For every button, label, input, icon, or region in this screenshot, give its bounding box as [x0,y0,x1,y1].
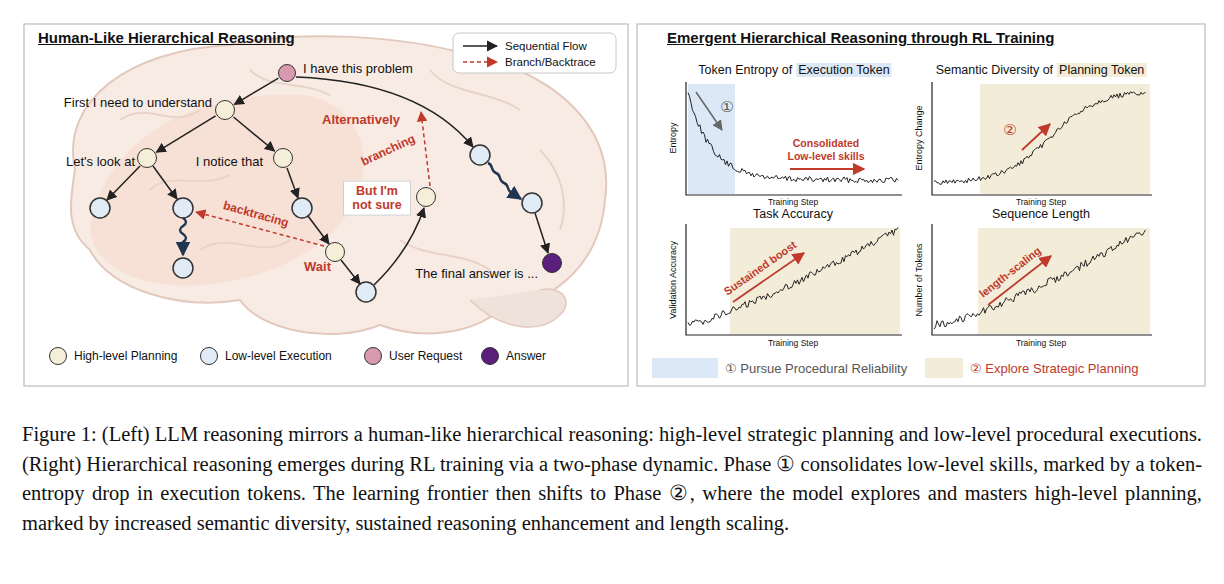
annotation-label: Emergent Hierarchical Reasoning through … [667,29,1054,46]
reasoning-step-node: The final answer is ... [542,253,562,273]
annotation-label: Sequence Length [992,207,1090,221]
phase1-arrow [696,92,722,130]
plot-curves [688,92,1146,329]
brain-cerebellum [470,289,566,327]
reasoning-step-node: I have this problem [278,64,296,82]
legend-label: High-level Planning [74,349,177,363]
figure-caption: Figure 1: (Left) LLM reasoning mirrors a… [22,420,1202,538]
consolidated-arrow [790,168,864,170]
branch-arrows [196,112,430,246]
reasoning-step-node: Wait [325,242,345,262]
plot-title-text: Token Entropy of [698,63,792,77]
reasoning-step-node: I notice that [273,148,293,168]
legend-swatch [652,358,718,378]
annotation-label: Consolidated Low-level skills [782,137,870,162]
phase1-shade [688,84,735,194]
flow-connector [234,117,275,151]
highlighted-term: Planning Token [1057,63,1146,77]
legend-label: User Request [389,349,462,363]
legend-label: Low-level Execution [225,349,332,363]
node-label: First I need to understand [64,95,212,110]
legend-swatch [481,347,499,365]
execution-circles [90,145,542,302]
node-label: Let's look at [66,154,135,169]
annotation-label: ① [720,98,733,116]
phase2-shade [980,84,1150,194]
annotation-label: Number of Tokens [914,244,924,317]
annotation-label: ② [1003,121,1016,139]
diversity-curve [934,92,1146,185]
legend-label: ② Explore Strategic Planning [970,361,1138,376]
reasoning-step-node: Let's look at [137,148,157,168]
annotation-label: Training Step [768,197,818,207]
entropy-curve [688,93,898,183]
annotation-label: Entropy [668,122,678,153]
highlighted-term: Execution Token [796,63,892,77]
plot-axes [686,82,1152,335]
legend-swatch [49,347,67,365]
legend-swatch [200,347,218,365]
plot-title-text: Semantic Diversity of [936,63,1053,77]
length-curve [934,230,1146,329]
annotation-label: Entropy Change [914,105,924,170]
plot-title: Semantic Diversity of Planning Token [936,63,1147,77]
phase2-arrow [1022,124,1050,150]
legend-swatch [364,347,382,365]
legend-label: Answer [506,349,546,363]
node-label: The final answer is ... [415,266,538,281]
reasoning-step-node: But I'm not sure [416,187,436,207]
node-label: But I'm not sure [343,181,411,216]
reasoning-step-node: First I need to understand [215,100,235,120]
wavy-arrows [180,163,521,255]
node-label: I notice that [196,154,263,169]
legend-sample-solid [463,45,497,47]
node-label: I have this problem [303,61,413,76]
accuracy-curve [688,227,898,325]
brain-outline [71,36,606,334]
right-panel [637,24,1205,386]
legend-swatch [925,358,963,378]
flow-connector [156,116,215,152]
annotation-label: Training Step [1016,338,1066,348]
annotation-label: Training Step [1016,197,1066,207]
annotation-label: Task Accuracy [753,207,833,221]
legend-label: Sequential Flow [505,40,587,52]
annotation-label: Validation Accuracy [668,241,678,319]
annotation-label: Alternatively [322,112,400,127]
legend-sample-dashed [463,61,497,63]
annotation-label: Human-Like Hierarchical Reasoning [38,29,295,46]
left-panel [24,24,628,386]
flow-connector [234,78,278,104]
node-label: Wait [304,259,331,274]
annotation-label: Training Step [768,338,818,348]
legend-box [453,33,616,73]
legend-label: ① Pursue Procedural Reliability [725,361,907,376]
legend-label: Branch/Backtrace [505,56,596,68]
plot-title: Token Entropy of Execution Token [698,63,891,77]
